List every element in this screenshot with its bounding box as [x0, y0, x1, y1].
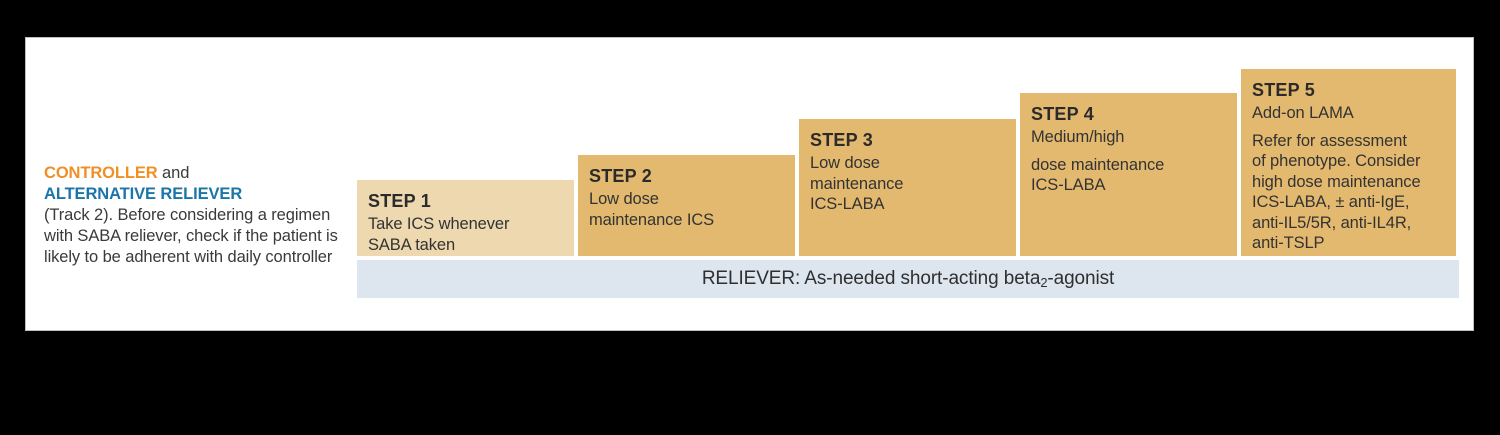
controller-conjunction: and	[157, 164, 190, 182]
step-box-2: STEP 2 Low dose maintenance ICS	[578, 155, 795, 256]
step-1-title: STEP 1	[368, 191, 431, 211]
step-box-1: STEP 1 Take ICS whenever SABA taken	[357, 180, 574, 256]
step-4-body-line-1: Medium/high	[1031, 128, 1125, 146]
reliever-label-subscript: 2	[1040, 274, 1048, 290]
reliever-label-prefix: RELIEVER: As-needed short-acting beta	[701, 268, 1041, 289]
step-box-3: STEP 3 Low dose maintenance ICS-LABA	[799, 119, 1016, 256]
step-3-body: Low dose maintenance ICS-LABA	[810, 154, 904, 213]
step-4-title: STEP 4	[1031, 104, 1094, 124]
step-5-body-line-2: Refer for assessment of phenotype. Consi…	[1252, 131, 1421, 253]
step-box-4: STEP 4 Medium/high dose maintenance ICS-…	[1020, 93, 1237, 256]
step-5-title: STEP 5	[1252, 80, 1315, 100]
step-4-body-line-2: dose maintenance ICS-LABA	[1031, 155, 1165, 195]
alternative-reliever-keyword: ALTERNATIVE RELIEVER	[44, 185, 243, 203]
step-1-body: Take ICS whenever SABA taken	[368, 215, 510, 254]
step-2-body: Low dose maintenance ICS	[589, 190, 715, 229]
controller-description-text: (Track 2). Before considering a regimen …	[44, 206, 338, 266]
reliever-label-suffix: -agonist	[1047, 268, 1115, 289]
step-2-title: STEP 2	[589, 166, 652, 186]
controller-keyword: CONTROLLER	[44, 164, 158, 182]
controller-description-block: CONTROLLER and ALTERNATIVE RELIEVER (Tra…	[44, 163, 344, 268]
step-box-5: STEP 5 Add-on LAMA Refer for assessment …	[1241, 69, 1456, 256]
white-panel: CONTROLLER and ALTERNATIVE RELIEVER (Tra…	[26, 38, 1473, 330]
step-5-body-line-1: Add-on LAMA	[1252, 104, 1354, 122]
step-3-title: STEP 3	[810, 130, 873, 150]
